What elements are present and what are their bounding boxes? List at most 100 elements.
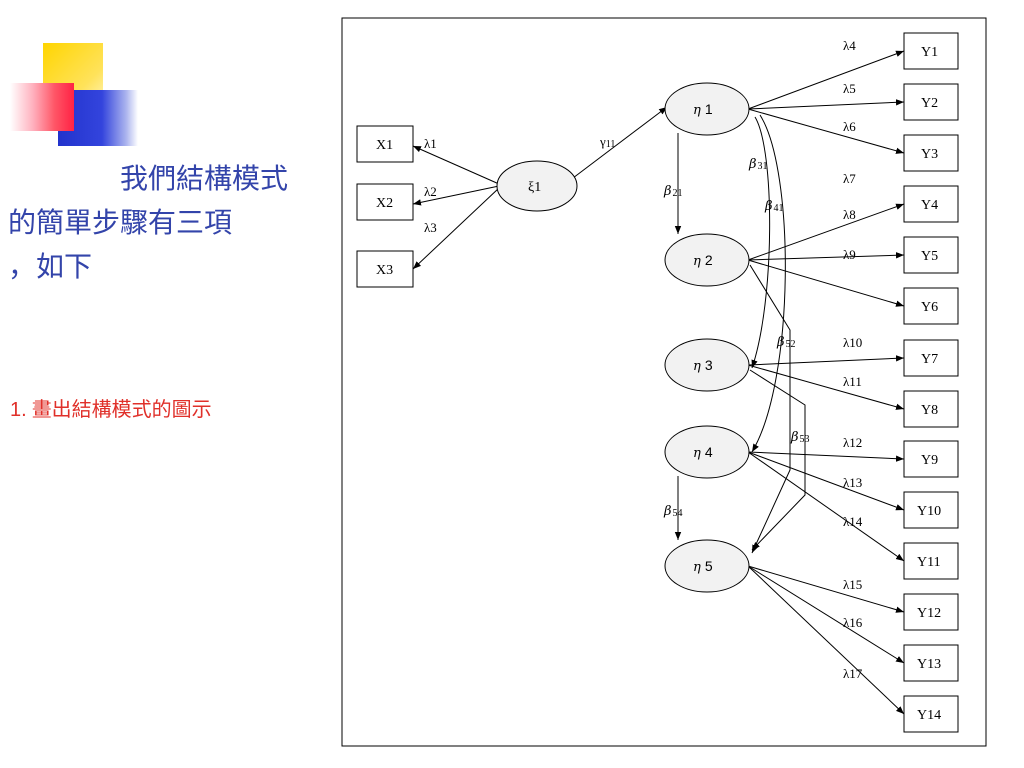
y-indicator-box bbox=[903, 134, 959, 172]
beta-label: β31 bbox=[748, 157, 768, 172]
beta41-curve bbox=[751, 114, 786, 453]
path-arrows bbox=[412, 50, 905, 715]
beta-label: β53 bbox=[790, 430, 810, 445]
eta-to-y-arrow bbox=[747, 259, 905, 307]
eta-to-y-arrow bbox=[747, 565, 905, 613]
path-labels: λ1λ2λ3λ4λ5λ6λ7λ8λ9λ10λ11λ12λ13λ14λ15λ16λ… bbox=[424, 38, 863, 681]
y-indicator-label: Y1 bbox=[921, 45, 938, 60]
y-loading-label: λ15 bbox=[843, 577, 862, 592]
x-indicator-label: X1 bbox=[376, 138, 393, 153]
title-line-1: 我們結構模式 bbox=[119, 164, 288, 195]
y-loading-label: λ7 bbox=[843, 171, 856, 186]
eta-to-y-arrow bbox=[747, 364, 905, 410]
eta-to-y-arrow bbox=[747, 99, 905, 110]
y-indicator-box bbox=[903, 491, 959, 529]
y-indicator-box bbox=[903, 236, 959, 274]
y-indicator-box bbox=[903, 542, 959, 580]
eta-label: η 1 bbox=[693, 101, 713, 118]
y-loading-label: λ5 bbox=[843, 81, 856, 96]
title-line-3: ，如下 bbox=[8, 252, 93, 283]
y-indicator-label: Y5 bbox=[921, 249, 938, 264]
y-indicator-box bbox=[903, 32, 959, 70]
eta-to-y-arrow bbox=[747, 565, 905, 664]
y-indicator-label: Y8 bbox=[921, 403, 938, 418]
y-indicator-box bbox=[903, 185, 959, 223]
beta53-path bbox=[749, 369, 806, 551]
y-loading-label: λ9 bbox=[843, 247, 856, 262]
y-indicator-box bbox=[903, 593, 959, 631]
slide-title: 我們結構模式 的簡單步驟有三項 ，如下 bbox=[8, 158, 298, 290]
eta-to-y-arrow bbox=[747, 565, 905, 715]
xi-to-x1-arrow bbox=[412, 145, 500, 185]
xi-label: ξ1 bbox=[528, 180, 541, 195]
y-loading-label: λ12 bbox=[843, 435, 862, 450]
y-indicator-label: Y2 bbox=[921, 96, 938, 111]
eta-latent-ellipse bbox=[664, 539, 750, 593]
y-indicator-label: Y7 bbox=[921, 352, 938, 367]
x-indicator-box bbox=[356, 125, 414, 163]
y-loading-label: λ16 bbox=[843, 615, 863, 630]
eta-to-y-arrow bbox=[747, 451, 905, 562]
y-indicator-label: Y6 bbox=[921, 300, 938, 315]
xi-to-x3-arrow bbox=[412, 187, 500, 270]
eta-to-y-arrow bbox=[747, 203, 905, 261]
y-indicator-label: Y3 bbox=[921, 147, 938, 162]
beta-label: β52 bbox=[776, 335, 796, 350]
eta-label: η 5 bbox=[693, 558, 713, 575]
y-indicator-label: Y13 bbox=[917, 657, 941, 672]
beta31-curve bbox=[751, 116, 771, 369]
step-number: 1. bbox=[10, 399, 27, 421]
x-indicator-box bbox=[356, 183, 414, 221]
gamma-label: γ11 bbox=[599, 134, 615, 150]
eta-latent-ellipse bbox=[664, 82, 750, 136]
y-indicator-box bbox=[903, 83, 959, 121]
y-loading-label: λ13 bbox=[843, 475, 862, 490]
step-text: 畫出結構模式的圖示 bbox=[31, 399, 212, 421]
xi-latent-ellipse bbox=[496, 160, 578, 212]
x-indicator-label: X2 bbox=[376, 196, 393, 211]
eta-to-y-arrow bbox=[747, 451, 905, 511]
beta-label: β41 bbox=[764, 199, 784, 214]
eta-to-y-arrow bbox=[747, 355, 905, 366]
y-loading-label: λ17 bbox=[843, 666, 863, 681]
y-indicator-box bbox=[903, 390, 959, 428]
y-loading-label: λ4 bbox=[843, 38, 856, 53]
title-line-2: 的簡單步驟有三項 bbox=[8, 208, 233, 239]
eta-to-y-arrow bbox=[747, 252, 905, 261]
x-loading-label: λ1 bbox=[424, 136, 437, 151]
decor-red-square bbox=[10, 83, 74, 131]
y-indicator-box bbox=[903, 644, 959, 682]
eta-latent-ellipse bbox=[664, 425, 750, 479]
eta-latent-ellipse bbox=[664, 233, 750, 287]
eta-to-y-arrow bbox=[747, 451, 905, 462]
y-indicator-box bbox=[903, 695, 959, 733]
eta-to-y-arrow bbox=[747, 50, 905, 110]
y-indicator-label: Y12 bbox=[917, 606, 941, 621]
diagram-frame bbox=[341, 17, 987, 747]
x-loading-label: λ2 bbox=[424, 184, 437, 199]
y-loading-label: λ14 bbox=[843, 514, 863, 529]
y-loading-label: λ10 bbox=[843, 335, 862, 350]
eta-label: η 4 bbox=[693, 444, 713, 461]
y-loading-label: λ8 bbox=[843, 207, 856, 222]
eta-to-y-arrow bbox=[747, 108, 905, 154]
y-indicator-label: Y4 bbox=[921, 198, 938, 213]
xi-to-x2-arrow bbox=[412, 185, 500, 206]
y-indicator-label: Y14 bbox=[917, 708, 941, 723]
diagram-nodes: X1X2X3Y1Y2Y3Y4Y5Y6Y7Y8Y9Y10Y11Y12Y13Y14ξ… bbox=[356, 32, 959, 733]
xi-to-eta1-arrow bbox=[572, 106, 668, 179]
x-loading-label: λ3 bbox=[424, 220, 437, 235]
beta-label: β54 bbox=[663, 504, 683, 519]
beta52-path bbox=[749, 264, 791, 554]
eta-label: η 3 bbox=[693, 357, 713, 374]
eta-label: η 2 bbox=[693, 252, 713, 269]
beta-label: β21 bbox=[663, 184, 683, 199]
eta-latent-ellipse bbox=[664, 338, 750, 392]
x-indicator-label: X3 bbox=[376, 263, 393, 278]
y-indicator-box bbox=[903, 339, 959, 377]
y-loading-label: λ6 bbox=[843, 119, 856, 134]
y-indicator-label: Y9 bbox=[921, 453, 938, 468]
y-indicator-box bbox=[903, 440, 959, 478]
y-indicator-label: Y10 bbox=[917, 504, 941, 519]
